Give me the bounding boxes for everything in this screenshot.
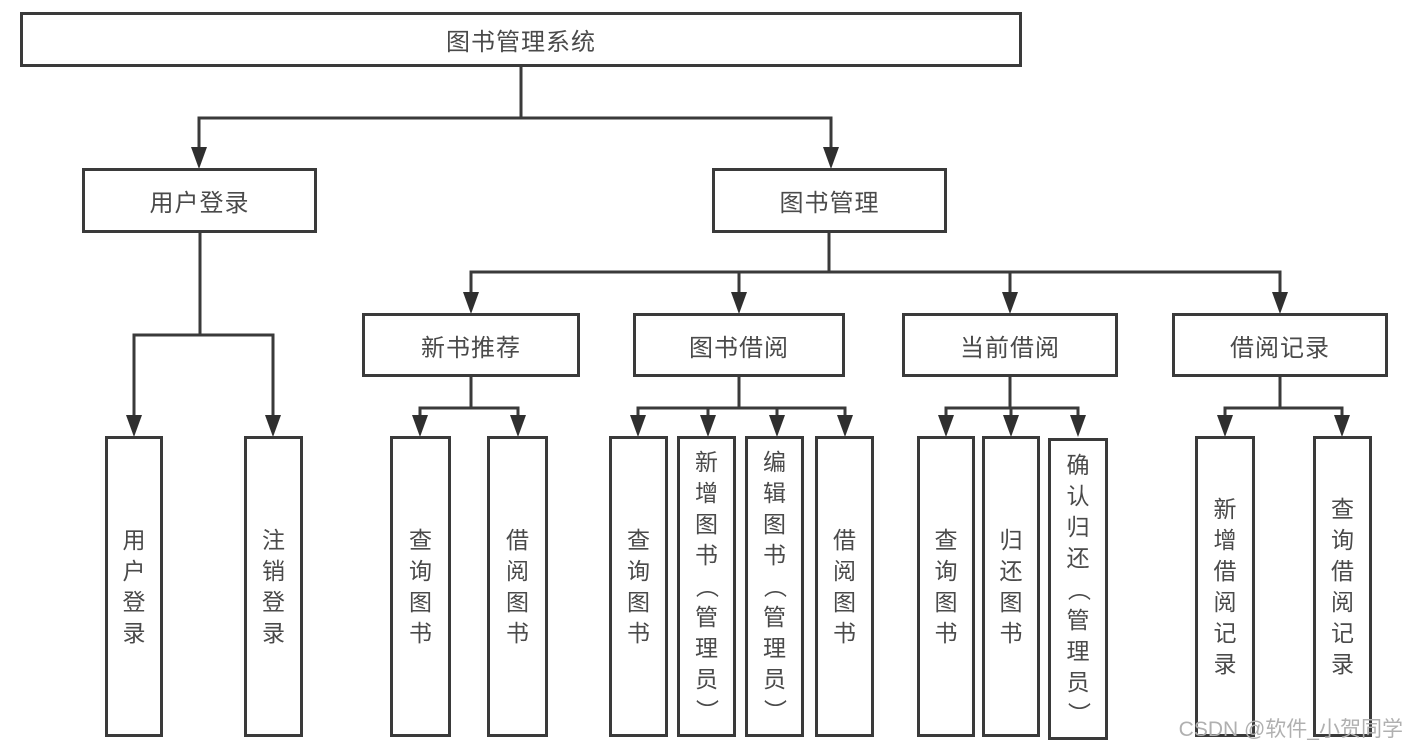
leaf-borrow-books: 借阅图书 (815, 436, 874, 737)
node-borrow-records: 借阅记录 (1172, 313, 1388, 377)
leaf-query-borrow-record: 查询借阅记录 (1313, 436, 1372, 737)
leaf-return-books: 归还图书 (982, 436, 1040, 737)
connector-book-borrowing (630, 377, 853, 437)
node-user-login-branch: 用户登录 (82, 168, 317, 233)
connector-user-login-branch (126, 233, 281, 437)
connector-borrow-records (1217, 377, 1350, 437)
leaf-edit-books-admin: 编辑图书（管理员） (745, 436, 804, 737)
leaf-add-borrow-record: 新增借阅记录 (1195, 436, 1255, 737)
leaf-logout: 注销登录 (244, 436, 303, 737)
connector-current-borrowing (938, 377, 1086, 437)
connector-new-book-recommend (412, 377, 526, 437)
leaf-confirm-return-admin: 确认归还（管理员） (1048, 438, 1108, 740)
watermark: CSDN @软件_小贺同学 (1178, 718, 1403, 741)
leaf-query-books-borrowing: 查询图书 (609, 436, 668, 737)
leaf-user-login: 用户登录 (105, 436, 163, 737)
connector-root-to-level2 (191, 67, 839, 169)
leaf-query-books-recommend: 查询图书 (390, 436, 451, 737)
leaf-query-books-current: 查询图书 (917, 436, 975, 737)
node-book-management: 图书管理 (712, 168, 947, 233)
node-book-borrowing: 图书借阅 (633, 313, 845, 377)
leaf-borrow-books-recommend: 借阅图书 (487, 436, 548, 737)
leaf-add-books-admin: 新增图书（管理员） (677, 436, 736, 737)
node-current-borrowing: 当前借阅 (902, 313, 1118, 377)
node-library-system: 图书管理系统 (20, 12, 1022, 67)
connector-book-management-branch (463, 233, 1288, 314)
node-new-book-recommend: 新书推荐 (362, 313, 580, 377)
